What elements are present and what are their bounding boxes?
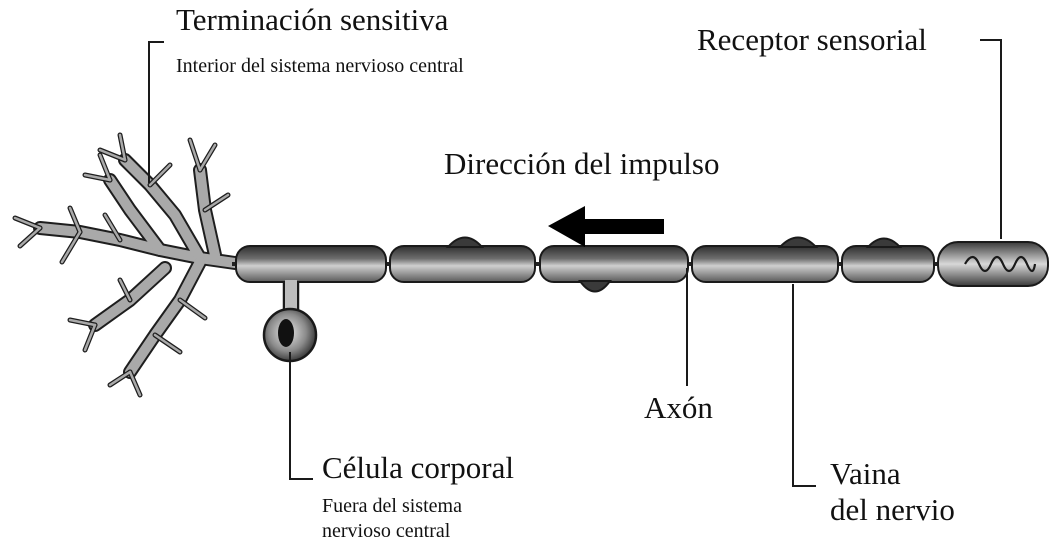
sheath-nucleus-bump <box>865 237 903 248</box>
sheath-nucleus-bump <box>777 236 819 248</box>
receptor-spiral <box>964 255 1037 273</box>
cell-nucleus <box>278 319 294 347</box>
nerve-sheath-label-line2: del nervio <box>830 492 955 527</box>
nerve-sheath-segments <box>235 236 935 293</box>
cell-body-subtitle-line2: nervioso central <box>322 520 451 542</box>
leader-line-sheath-horizontal <box>792 485 816 487</box>
sheath-segment <box>389 245 536 283</box>
sheath-nucleus-bump <box>578 280 612 293</box>
sheath-nucleus-bump <box>445 236 485 248</box>
impulse-direction-arrow <box>548 206 664 247</box>
cell-body <box>262 280 318 363</box>
leader-line-sensory-ending-vertical <box>148 41 150 183</box>
nerve-sheath-label-line1: Vaina <box>830 456 901 491</box>
leader-line-receptor-horizontal <box>980 39 1002 41</box>
sheath-segment <box>235 245 387 283</box>
leader-line-sensory-ending-horizontal <box>148 41 164 43</box>
axon-label: Axón <box>644 390 713 425</box>
leader-line-cell-body-vertical <box>289 352 291 480</box>
sensory-ending-title: Terminación sensitiva <box>176 2 449 37</box>
leader-line-receptor-vertical <box>1000 39 1002 239</box>
sensory-ending-subtitle: Interior del sistema nervioso central <box>176 55 464 77</box>
sheath-segment <box>841 245 935 283</box>
cell-body-subtitle-line1: Fuera del sistema <box>322 495 462 517</box>
leader-line-cell-body-horizontal <box>289 478 313 480</box>
dendritic-tree <box>12 132 242 398</box>
sensory-receptor-label: Receptor sensorial <box>697 22 927 57</box>
impulse-direction-label: Dirección del impulso <box>444 146 720 181</box>
leader-line-axon <box>686 268 688 386</box>
sheath-segment <box>539 245 689 283</box>
leader-line-sheath-vertical <box>792 284 794 487</box>
sensory-receptor-capsule <box>937 241 1049 287</box>
cell-body-title: Célula corporal <box>322 450 514 485</box>
sheath-segment <box>691 245 839 283</box>
